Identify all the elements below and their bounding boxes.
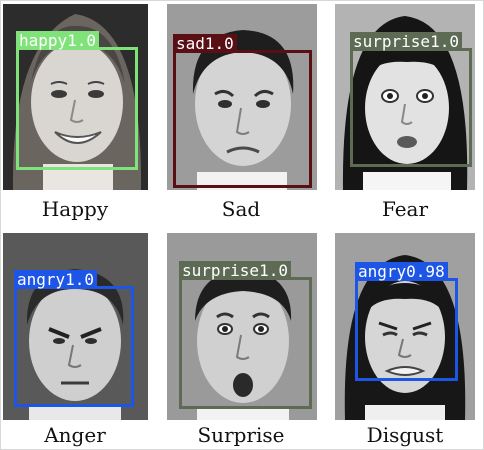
panel-anger: Anger angry1.0 (0, 225, 160, 450)
panel-sad: Sad sad1.0 (160, 0, 325, 225)
detection-label-happy: happy1.0 (16, 31, 100, 50)
detection-label-anger: angry1.0 (14, 270, 98, 289)
face-photo-fear (335, 4, 475, 190)
detection-box-anger (14, 286, 134, 407)
caption-disgust: Disgust (366, 423, 444, 447)
caption-surprise: Surprise (197, 423, 285, 447)
detection-label-surprise: surprise1.0 (179, 261, 291, 280)
caption-sad: Sad (221, 197, 261, 221)
panel-happy: Happy happy1.0 (0, 0, 160, 225)
caption-anger: Anger (44, 423, 106, 447)
caption-happy: Happy (41, 197, 109, 221)
detection-box-happy (16, 47, 138, 170)
detection-box-sad (173, 50, 312, 188)
caption-fear: Fear (381, 197, 429, 221)
detection-label-sad: sad1.0 (173, 34, 237, 53)
detection-box-surprise (179, 277, 312, 409)
detection-label-disgust: angry0.98 (355, 262, 448, 281)
panel-fear: Fear surprise1.0 (325, 0, 484, 225)
panel-disgust: Disgust angry0.98 (325, 225, 484, 450)
detection-box-fear (350, 48, 472, 167)
detection-box-disgust (355, 278, 458, 381)
detection-label-fear: surprise1.0 (350, 32, 462, 51)
panel-surprise: Surprise surprise1.0 (160, 225, 325, 450)
